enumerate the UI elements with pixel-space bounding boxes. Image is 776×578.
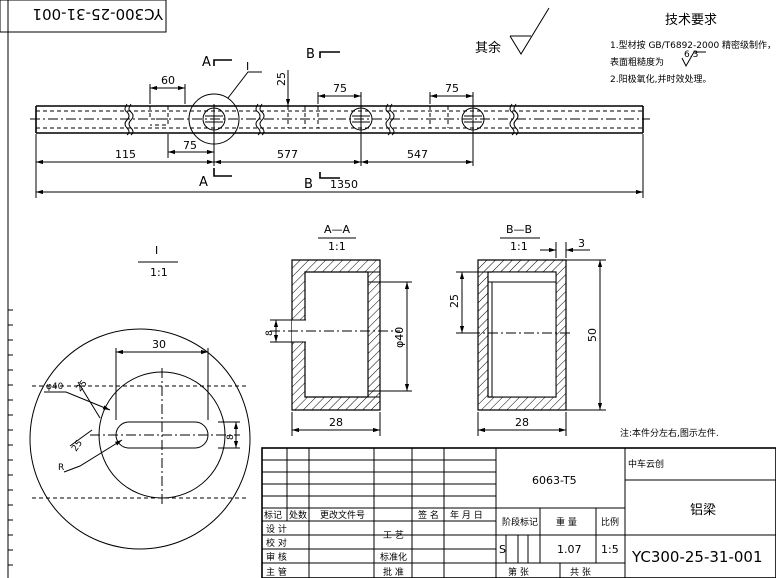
section-aa-dim-hole: 8 — [265, 330, 275, 336]
tb-check: 审 核 — [266, 551, 287, 563]
dim-hole-offset: 75 — [167, 134, 214, 158]
svg-text:A: A — [199, 175, 208, 190]
section-bb-scale: 1:1 — [510, 240, 528, 253]
tb-part-name: 铝梁 — [690, 503, 716, 518]
tb-total: 共 张 — [570, 567, 591, 578]
section-marker-b-top: B — [306, 47, 340, 62]
tb-col-marks: 标记 — [264, 509, 282, 521]
tb-material: 6063-T5 — [532, 474, 577, 487]
dim-slot-spacing-c: 75 — [429, 82, 474, 104]
tb-design: 设 计 — [266, 523, 287, 535]
svg-text:1:1: 1:1 — [150, 266, 168, 279]
other-surfaces-roughness: 其余 — [475, 7, 550, 56]
rotated-number-box: YC300-25-31-001 — [0, 0, 167, 33]
tb-weight-label: 重 量 — [556, 516, 577, 528]
section-marker-a-top: A — [202, 55, 232, 70]
svg-text:25: 25 — [70, 439, 85, 454]
section-bb-dim-wall: 3 — [578, 237, 585, 250]
dim-slot-spacing-b: 75 — [317, 82, 362, 104]
tb-draw: 校 对 — [266, 537, 287, 549]
svg-text:115: 115 — [115, 148, 136, 161]
section-bb-label: B—B — [506, 223, 532, 236]
tech-req-line2: 表面粗糙度为 — [610, 56, 664, 68]
tb-scale-label: 比例 — [601, 516, 619, 528]
tb-weight-value: 1.07 — [557, 543, 582, 556]
svg-text:1350: 1350 — [330, 178, 358, 191]
detail-dim-circle: φ40 — [46, 382, 64, 392]
svg-text:A: A — [202, 55, 211, 70]
svg-text:75: 75 — [333, 82, 347, 95]
svg-text:I: I — [246, 60, 249, 73]
svg-text:B: B — [306, 47, 315, 62]
section-aa: A—A 1:1 8 φ40 28 — [265, 223, 412, 436]
svg-text:75: 75 — [445, 82, 459, 95]
section-marker-b-bottom: B — [304, 172, 340, 192]
section-bb: B—B 1:1 3 25 50 28 — [448, 223, 606, 436]
section-aa-scale: 1:1 — [328, 240, 346, 253]
svg-text:I: I — [155, 244, 158, 257]
sheet-border — [7, 0, 13, 578]
detail-dim-25: 25 — [75, 379, 90, 394]
svg-text:B: B — [304, 177, 313, 192]
tb-drawing-no: YC300-25-31-001 — [631, 548, 763, 566]
section-aa-dim-width: 28 — [329, 416, 343, 429]
detail-view-i: I 1:1 30 φ40 25 R 25 8 — [29, 244, 251, 550]
svg-text:25: 25 — [275, 72, 288, 86]
detail-dim-r: R — [58, 463, 64, 473]
tb-approve: 主 管 — [266, 566, 287, 578]
main-view: A A B B I 60 75 — [30, 47, 650, 198]
detail-dim-slot-length: 30 — [152, 338, 166, 351]
tb-col-date: 年 月 日 — [450, 509, 483, 521]
slot-hole-3 — [461, 104, 485, 134]
section-marker-a-bottom: A — [199, 168, 232, 190]
detail-leader-i: I — [227, 60, 262, 99]
drawing-note: 注:本件分左右,图示左件. — [620, 427, 719, 439]
tb-scale-value: 1:5 — [601, 543, 619, 556]
tb-stage-mark: 阶段标记 — [502, 516, 538, 528]
section-aa-label: A—A — [324, 223, 351, 236]
dim-position-chain: 115 577 547 — [35, 134, 644, 198]
tech-req-title: 技术要求 — [665, 13, 717, 28]
section-aa-dim-height: φ40 — [393, 327, 406, 348]
svg-text:547: 547 — [407, 148, 428, 161]
rotated-drawing-number: YC300-25-31-001 — [33, 5, 165, 23]
tb-col-sign: 签 名 — [418, 509, 439, 521]
slot-hole-2 — [349, 104, 373, 134]
dim-total-length: 1350 — [36, 178, 643, 195]
section-bb-dim-width: 28 — [515, 416, 529, 429]
tech-req-line3: 2.阳极氧化,并时效处理。 — [610, 73, 711, 85]
tb-col-doc: 更改文件号 — [320, 509, 365, 521]
tech-requirements: 技术要求 1.型材按 GB/T6892-2000 精密级制作， 表面粗糙度为 6… — [610, 13, 776, 85]
roughness-symbol-small: 6.3 — [681, 50, 706, 68]
tb-company: 中车云创 — [628, 458, 664, 470]
svg-text:577: 577 — [277, 148, 298, 161]
tb-stage-s: S — [499, 543, 506, 556]
dim-hole-width: 60 — [149, 74, 186, 104]
tb-sheet: 第 张 — [508, 566, 529, 578]
title-block: 标记 处数 更改文件号 签 名 年 月 日 设 计 校 对 审 核 主 管 工 … — [261, 447, 776, 578]
svg-text:60: 60 — [161, 74, 175, 87]
section-bb-dim-height: 50 — [586, 328, 599, 342]
tb-process: 工 艺 — [383, 530, 404, 541]
dim-height: 25 — [275, 70, 291, 106]
tb-std: 标准化 — [380, 551, 407, 563]
tb-col-count: 处数 — [289, 509, 307, 521]
detail-dim-slot-width: 8 — [226, 434, 236, 440]
section-bb-dim-inner: 25 — [448, 294, 461, 308]
roughness-value: 6.3 — [684, 50, 698, 60]
tb-ratify: 批 准 — [383, 566, 404, 578]
svg-text:75: 75 — [183, 139, 197, 152]
other-surfaces-label: 其余 — [475, 40, 501, 56]
slot-hole-1 — [202, 104, 226, 134]
tech-req-line1: 1.型材按 GB/T6892-2000 精密级制作， — [610, 39, 776, 51]
